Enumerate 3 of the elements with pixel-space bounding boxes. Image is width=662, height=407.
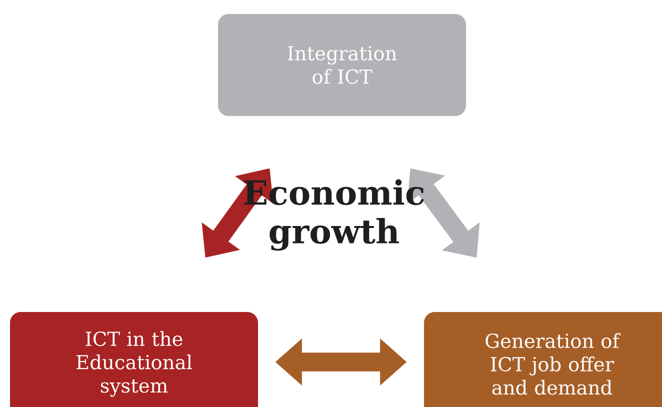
process-box: Generation of ICT job offer and demand <box>424 312 662 407</box>
process-box: Integration of ICT <box>218 14 466 116</box>
process-box: ICT in the Educational system <box>10 312 258 407</box>
